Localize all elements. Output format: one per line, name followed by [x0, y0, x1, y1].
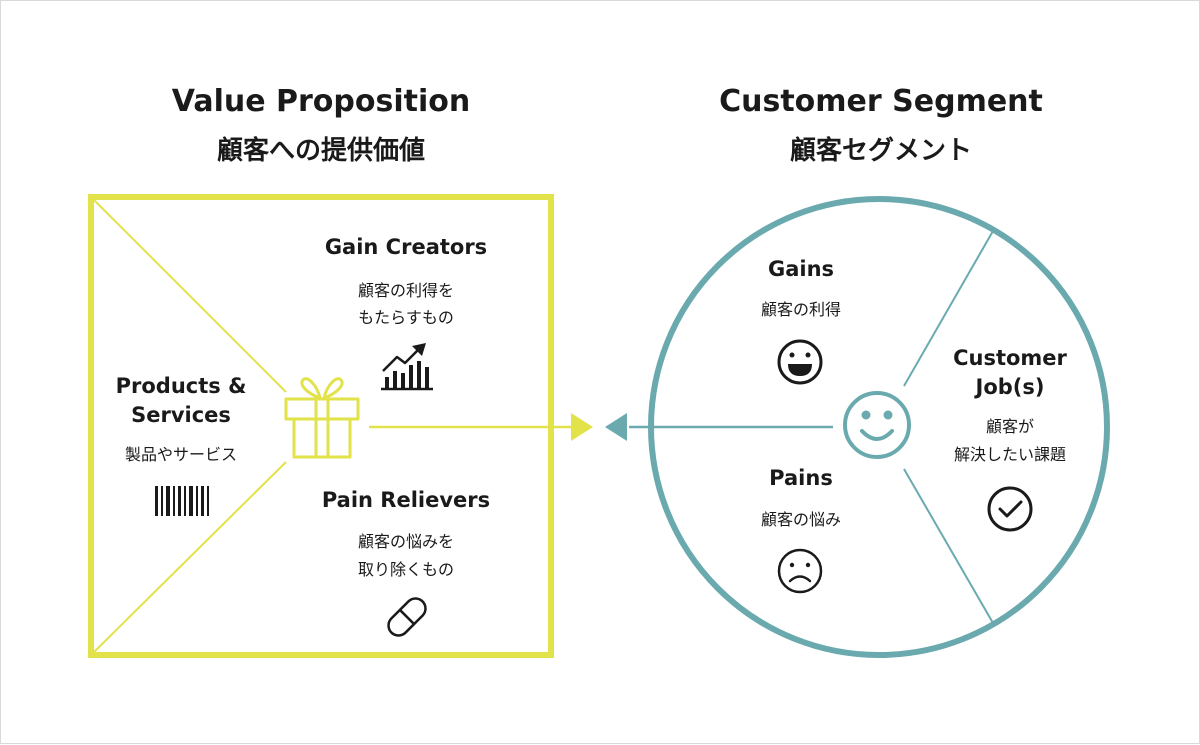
- pain-relievers-label: Pain Relievers: [321, 488, 491, 512]
- value-proposition-subtitle: 顧客への提供価値: [216, 136, 425, 166]
- pain-relievers-desc-line2: 取り除くもの: [357, 560, 454, 579]
- products-services-label-line1: Products &: [115, 374, 247, 398]
- customer-divider-top: [903, 230, 994, 387]
- customer-segment-title: Customer Segment: [719, 84, 1043, 119]
- customer-arrow-head: [605, 413, 627, 441]
- value-arrow-head: [571, 413, 593, 441]
- products-services-desc: 製品やサービス: [124, 445, 237, 464]
- gift-icon: [284, 377, 360, 459]
- gain-creators-label: Gain Creators: [324, 235, 488, 259]
- gains-desc: 顧客の利得: [760, 300, 841, 319]
- sad-face-icon: [777, 548, 823, 594]
- pains-label: Pains: [769, 466, 833, 490]
- customer-segment-subtitle: 顧客セグメント: [789, 136, 972, 166]
- products-services-label-line2: Services: [131, 403, 231, 427]
- value-proposition-title: Value Proposition: [171, 84, 471, 119]
- chart-up-icon: [381, 343, 433, 391]
- capsule-icon: [387, 597, 427, 637]
- customer-jobs-label-line2: Job(s): [975, 375, 1045, 399]
- smile-face-icon: [843, 391, 911, 459]
- pains-desc: 顧客の悩み: [760, 510, 841, 529]
- value-map-divider-top: [93, 199, 287, 393]
- pain-relievers-desc-line1: 顧客の悩みを: [357, 532, 454, 551]
- gains-label: Gains: [767, 257, 835, 281]
- customer-jobs-desc-line2: 解決したい課題: [953, 445, 1066, 464]
- customer-profile: [605, 196, 1110, 658]
- gain-creators-desc-line1: 顧客の利得を: [357, 281, 454, 300]
- value-map: [88, 194, 593, 658]
- gain-creators-desc-line2: もたらすもの: [358, 308, 454, 327]
- grin-face-icon: [777, 339, 823, 385]
- customer-divider-bottom: [903, 468, 994, 624]
- check-circle-icon: [987, 486, 1033, 532]
- value-map-divider-bottom: [93, 461, 287, 653]
- customer-jobs-label-line1: Customer: [953, 346, 1067, 370]
- barcode-icon: [155, 486, 209, 516]
- customer-jobs-desc-line1: 顧客が: [985, 417, 1034, 436]
